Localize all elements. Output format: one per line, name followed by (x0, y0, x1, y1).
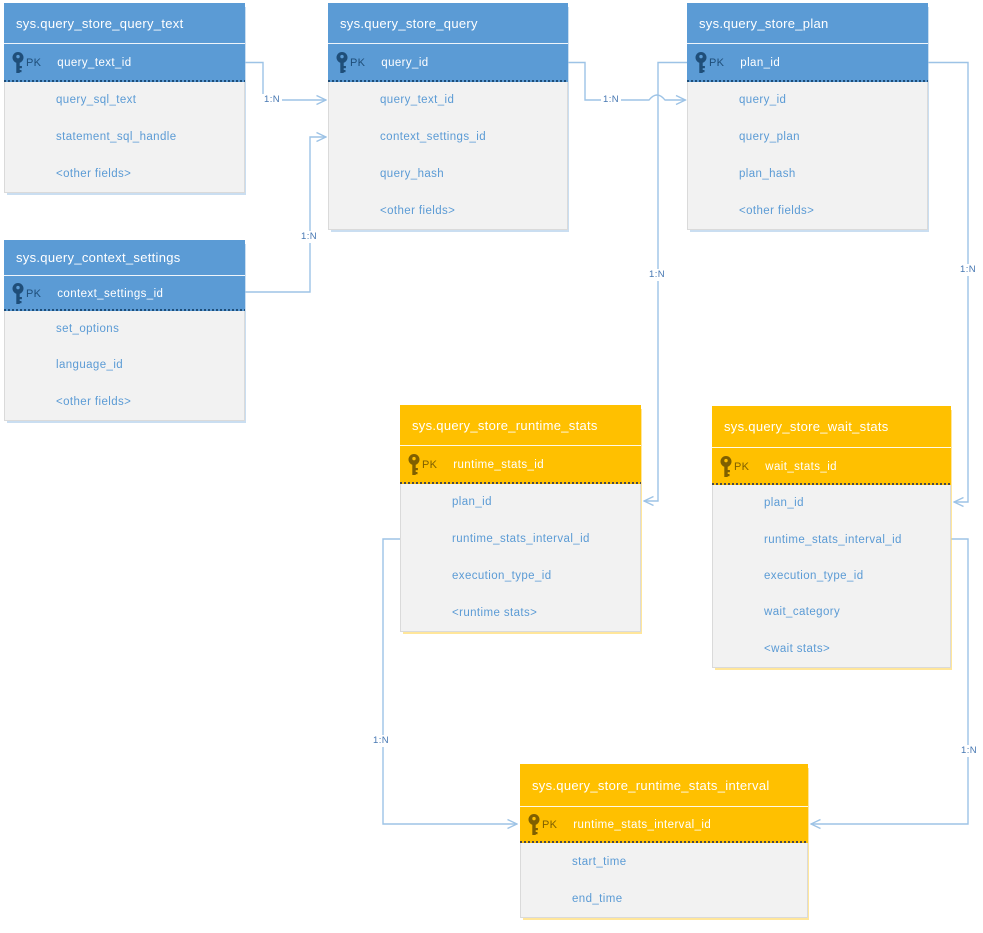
table-body: start_time end_time (520, 843, 808, 918)
column-row: query_hash (380, 167, 445, 180)
table-title: sys.query_context_settings (4, 240, 245, 275)
table-title: sys.query_store_wait_stats (712, 406, 951, 447)
column-row: runtime_stats_interval_id (452, 533, 590, 546)
cardinality-label: 1:N (371, 735, 391, 747)
table-title: sys.query_store_query (328, 3, 568, 43)
table-body: query_text_id context_settings_id query_… (328, 82, 568, 230)
table-title: sys.query_store_query_text (4, 3, 245, 43)
entity-query-store-runtime-stats[interactable]: sys.query_store_runtime_stats PK runtime… (400, 405, 641, 632)
entity-query-store-runtime-stats-interval[interactable]: sys.query_store_runtime_stats_interval P… (520, 764, 808, 918)
cardinality-label: 1:N (601, 94, 621, 106)
column-row: <runtime stats> (452, 606, 538, 619)
table-title: sys.query_store_runtime_stats_interval (520, 764, 808, 806)
cardinality-label: 1:N (299, 231, 319, 243)
entity-query-store-wait-stats[interactable]: sys.query_store_wait_stats PK wait_stats… (712, 406, 951, 668)
pk-column-name: runtime_stats_interval_id (573, 819, 712, 831)
connector-plan-to-wait-stats (928, 61, 969, 503)
pk-row: PK query_id (328, 43, 568, 82)
pk-tag: PK (350, 57, 366, 69)
table-title: sys.query_store_plan (687, 3, 928, 43)
entity-query-store-query-text[interactable]: sys.query_store_query_text PK query_text… (4, 3, 245, 193)
primary-key-icon (528, 814, 540, 835)
column-row: query_sql_text (56, 94, 137, 107)
pk-row: PK wait_stats_id (712, 447, 951, 485)
entity-query-context-settings[interactable]: sys.query_context_settings PK context_se… (4, 240, 245, 421)
primary-key-icon (408, 454, 420, 475)
pk-row: PK runtime_stats_interval_id (520, 806, 808, 843)
pk-column-name: query_text_id (57, 57, 132, 69)
pk-tag: PK (734, 460, 750, 473)
pk-row: PK plan_id (687, 43, 928, 82)
primary-key-icon (12, 52, 24, 73)
column-row: execution_type_id (452, 569, 552, 582)
pk-column-name: wait_stats_id (765, 460, 837, 473)
column-row: plan_hash (739, 167, 796, 180)
column-row: set_options (56, 323, 120, 336)
column-row: <wait stats> (764, 642, 831, 655)
column-row: end_time (572, 892, 623, 905)
column-row: <other fields> (739, 204, 815, 217)
column-row: statement_sql_handle (56, 131, 177, 143)
pk-tag: PK (26, 287, 42, 300)
primary-key-icon (695, 52, 707, 73)
table-body: set_options language_id <other fields> (4, 311, 245, 421)
column-row: plan_id (764, 497, 804, 510)
connector-query-to-plan (568, 61, 686, 101)
cardinality-label: 1:N (959, 745, 979, 757)
column-row: context_settings_id (380, 131, 487, 144)
pk-tag: PK (709, 57, 725, 69)
cardinality-label: 1:N (958, 264, 978, 276)
connector-plan-to-runtime-stats (644, 61, 687, 502)
entity-query-store-query[interactable]: sys.query_store_query PK query_id query_… (328, 3, 568, 230)
column-row: query_plan (739, 131, 800, 144)
primary-key-icon (336, 52, 348, 73)
table-title: sys.query_store_runtime_stats (400, 405, 641, 445)
connector-context-settings-to-query (245, 137, 326, 293)
pk-row: PK query_text_id (4, 43, 245, 82)
connector-wait-stats-to-interval (811, 538, 969, 824)
table-body: plan_id runtime_stats_interval_id execut… (400, 484, 641, 632)
column-row: execution_type_id (764, 570, 864, 583)
table-body: query_id query_plan plan_hash <other fie… (687, 82, 928, 230)
column-row: <other fields> (56, 395, 132, 408)
pk-row: PK context_settings_id (4, 275, 245, 311)
connector-query-text-to-query (245, 61, 326, 101)
table-body: plan_id runtime_stats_interval_id execut… (712, 485, 951, 668)
pk-column-name: plan_id (740, 57, 781, 69)
pk-column-name: context_settings_id (57, 287, 164, 300)
column-row: wait_category (764, 606, 841, 619)
column-row: <other fields> (56, 167, 132, 180)
column-row: language_id (56, 359, 124, 372)
column-row: <other fields> (380, 204, 456, 217)
pk-column-name: runtime_stats_id (453, 459, 545, 471)
pk-row: PK runtime_stats_id (400, 445, 641, 484)
primary-key-icon (12, 282, 24, 304)
cardinality-label: 1:N (647, 269, 667, 281)
column-row: plan_id (452, 496, 492, 509)
table-body: query_sql_text statement_sql_handle <oth… (4, 82, 245, 193)
pk-tag: PK (422, 459, 438, 471)
column-row: query_id (739, 94, 787, 107)
pk-tag: PK (542, 819, 558, 831)
column-row: query_text_id (380, 94, 455, 107)
pk-tag: PK (26, 57, 42, 69)
column-row: start_time (572, 855, 627, 868)
connector-runtime-stats-to-interval (382, 538, 517, 824)
cardinality-label: 1:N (262, 94, 282, 106)
entity-query-store-plan[interactable]: sys.query_store_plan PK plan_id query_id… (687, 3, 928, 230)
pk-column-name: query_id (381, 57, 429, 69)
column-row: runtime_stats_interval_id (764, 533, 902, 546)
primary-key-icon (720, 455, 732, 477)
